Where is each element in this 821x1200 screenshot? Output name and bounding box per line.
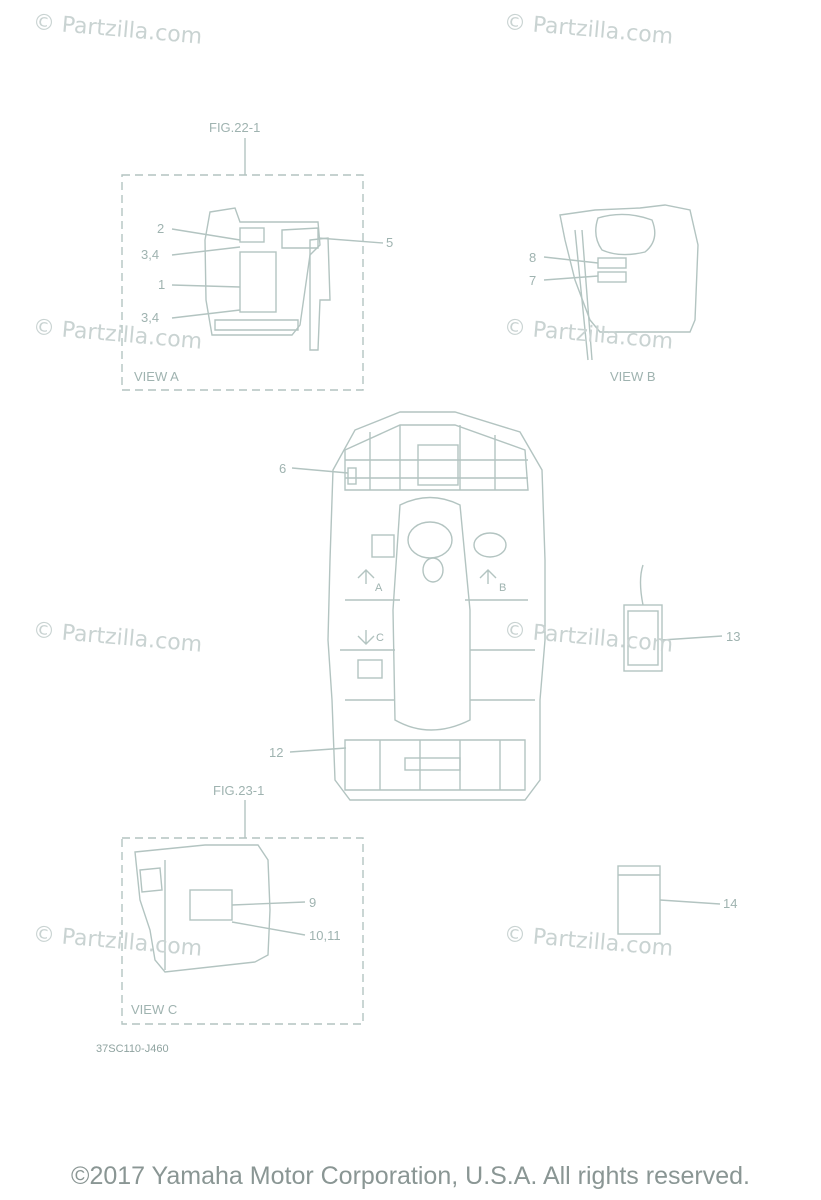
copyright-footer: ©2017 Yamaha Motor Corporation, U.S.A. A… xyxy=(71,1162,750,1190)
figure-ref-bottom: FIG.23-1 xyxy=(213,783,265,798)
view-a-label: VIEW A xyxy=(134,369,179,384)
tag-item-13 xyxy=(623,564,663,672)
callout-1: 1 xyxy=(158,277,166,292)
callout-7: 7 xyxy=(529,273,537,288)
arrow-mark-c: C xyxy=(376,632,384,644)
callout-2: 2 xyxy=(157,221,165,236)
view-c-frame xyxy=(121,837,364,1025)
callout-13: 13 xyxy=(726,629,741,644)
callout-12: 12 xyxy=(269,745,284,760)
callout-6: 6 xyxy=(279,461,287,476)
callout-14: 14 xyxy=(723,896,738,911)
callout-9: 9 xyxy=(309,895,317,910)
view-b-part xyxy=(559,204,699,361)
callout-8: 8 xyxy=(529,250,537,265)
callout-3-4: 3,4 xyxy=(141,247,160,262)
view-c-label: VIEW C xyxy=(131,1002,178,1017)
diagram-code: 37SC110-J460 xyxy=(96,1043,169,1055)
view-b-label: VIEW B xyxy=(610,369,656,384)
callout-5: 5 xyxy=(386,235,394,250)
sheet-item-14 xyxy=(617,865,661,935)
callout-10-11: 10,11 xyxy=(309,928,341,943)
view-a-frame xyxy=(121,174,364,391)
figure-ref-top: FIG.22-1 xyxy=(209,120,261,135)
arrow-mark-b: B xyxy=(499,582,507,594)
callout-3-4: 3,4 xyxy=(141,310,160,325)
view-a-part xyxy=(204,207,331,351)
arrow-mark-a: A xyxy=(375,582,383,594)
atv-top-view xyxy=(327,411,546,801)
